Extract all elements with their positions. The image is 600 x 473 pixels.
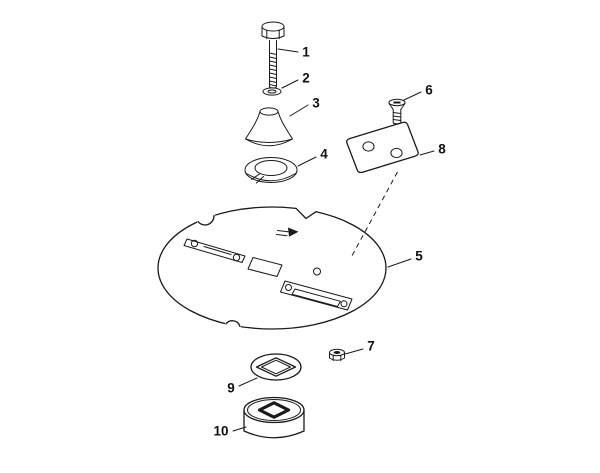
screw-head-taper xyxy=(388,103,406,110)
disc-small-hole xyxy=(313,267,321,276)
leader-line-2 xyxy=(281,79,299,89)
part-label-5: 5 xyxy=(415,249,423,264)
bolt-head-facets xyxy=(266,30,280,40)
washer-hole xyxy=(267,89,277,94)
callouts: 1 2 3 4 5 6 7 8 9 10 xyxy=(213,45,446,439)
leader-line-7 xyxy=(344,348,364,355)
part-retainer-plate xyxy=(346,121,419,174)
part-square-bore-ring xyxy=(250,353,302,381)
part-label-4: 4 xyxy=(320,147,328,162)
part-washer xyxy=(262,87,282,96)
ring-slit xyxy=(251,173,264,184)
leader-line-1 xyxy=(277,48,299,53)
sq-ring-bore-inner xyxy=(261,359,291,375)
bolt-threads xyxy=(269,52,277,87)
disc-strip-hole-right xyxy=(340,300,348,308)
leader-line-10 xyxy=(232,426,247,432)
washer-outer xyxy=(262,87,282,96)
disc-bracket-hole-right xyxy=(232,253,241,262)
part-label-9: 9 xyxy=(227,381,235,396)
part-label-7: 7 xyxy=(367,339,375,354)
disc-notch-bottom xyxy=(225,320,241,328)
ring-inner xyxy=(254,160,288,176)
ring-outer xyxy=(244,157,298,183)
disc-notch-left-erase xyxy=(195,212,217,225)
cone-top xyxy=(259,107,279,116)
sq-ring-outer xyxy=(250,353,302,381)
part-label-1: 1 xyxy=(302,45,310,60)
part-disc-plate xyxy=(157,205,387,330)
disc-notch-left xyxy=(197,214,215,226)
nut-hole xyxy=(333,351,341,354)
part-flat-head-screw xyxy=(388,98,406,125)
disc-notch-top xyxy=(295,207,317,220)
part-label-2: 2 xyxy=(302,71,310,86)
sq-ring-bore-outer xyxy=(255,357,297,377)
leader-line-6 xyxy=(403,91,422,101)
part-hex-nut xyxy=(329,348,345,362)
part-label-8: 8 xyxy=(438,142,446,157)
part-label-10: 10 xyxy=(213,424,228,439)
bolt-head-side xyxy=(261,26,285,39)
cone-sides xyxy=(245,111,293,140)
plate-hole-right xyxy=(390,147,403,159)
leader-line-3 xyxy=(289,104,309,117)
screw-threads xyxy=(392,112,402,121)
disc-strip-outline xyxy=(280,280,353,311)
leader-line-8 xyxy=(419,150,435,156)
disc-notch-top-erase xyxy=(295,205,317,215)
part-square-bore-drum xyxy=(243,396,305,439)
part-label-6: 6 xyxy=(425,83,433,98)
bolt-head-top xyxy=(261,21,285,32)
disc-strip-slot xyxy=(291,288,341,307)
alignment-dashed-line xyxy=(350,171,398,259)
cone-base xyxy=(245,138,293,147)
nut-body xyxy=(329,352,345,362)
drum-body xyxy=(243,409,305,439)
disc-bracket xyxy=(183,238,246,263)
drum-square-bore xyxy=(257,401,291,419)
disc-strip-hole-left xyxy=(285,284,292,291)
disc-notch-bottom-erase xyxy=(224,320,242,330)
leader-line-4 xyxy=(297,156,317,167)
part-cone-spacer xyxy=(245,107,293,147)
disc-outline xyxy=(157,206,387,330)
disc-bracket-hole-left xyxy=(190,239,199,248)
leader-line-9 xyxy=(238,377,258,387)
leader-line-5 xyxy=(387,258,412,268)
screw-head xyxy=(388,98,406,107)
part-hex-bolt xyxy=(261,21,285,89)
disc-center-slot xyxy=(247,257,283,277)
plate-outline xyxy=(346,121,419,174)
arrow-tail xyxy=(276,230,289,237)
direction-arrow-icon xyxy=(288,227,299,237)
drum-rim xyxy=(247,399,301,421)
plate-hole-left xyxy=(362,141,375,152)
part-split-ring xyxy=(244,157,298,184)
ring-thickness xyxy=(245,172,297,182)
part-label-3: 3 xyxy=(312,96,320,111)
